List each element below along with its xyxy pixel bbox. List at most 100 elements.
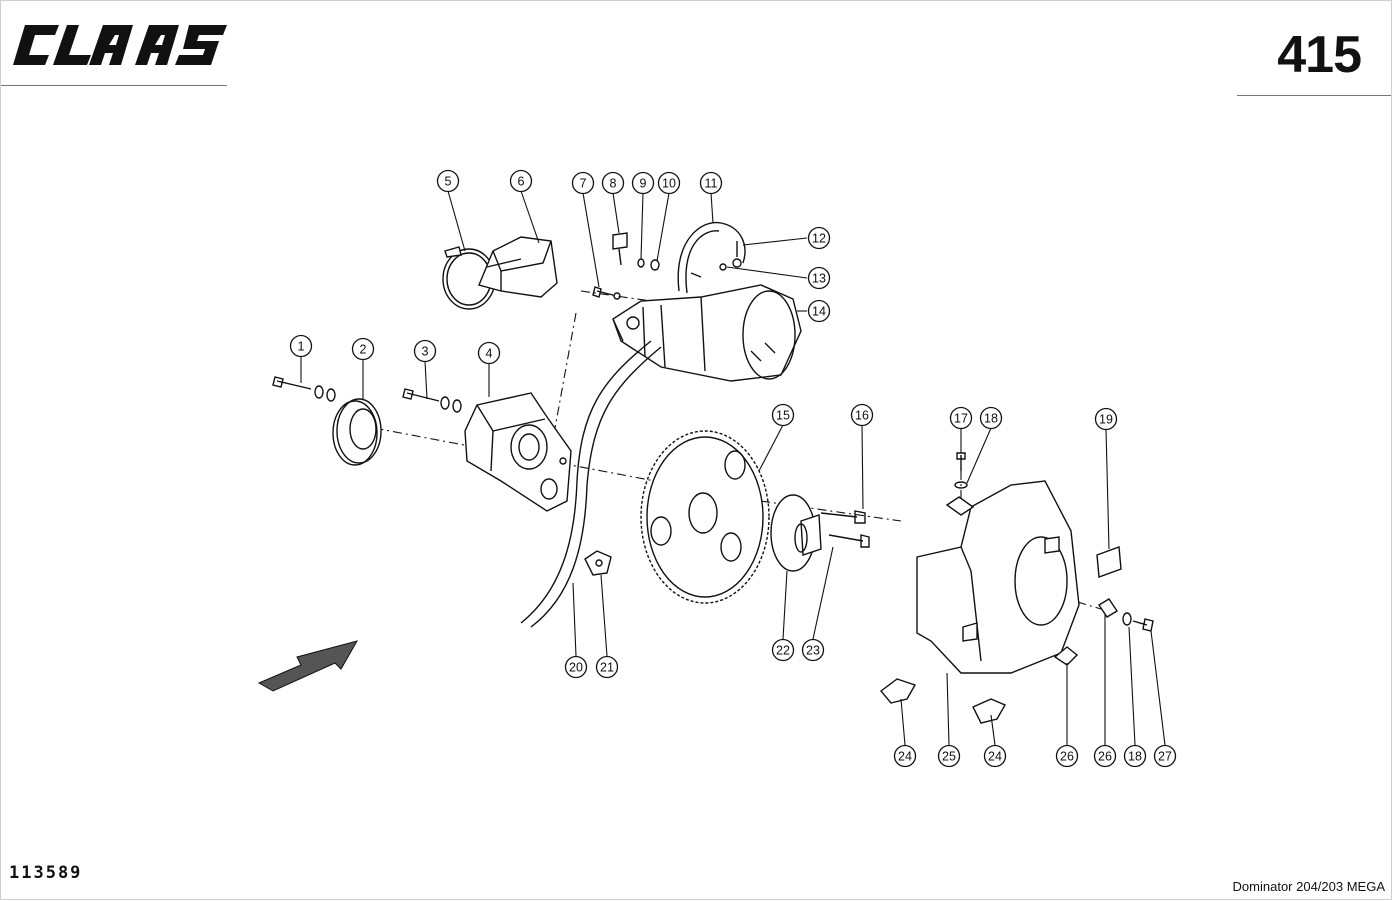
screw-part-17 <box>956 452 966 471</box>
callout-15: 15 <box>771 403 795 427</box>
svg-text:2: 2 <box>360 343 367 357</box>
callout-24-left: 24 <box>893 744 917 768</box>
claas-logo <box>13 25 227 65</box>
callout-26-left: 26 <box>1055 744 1079 768</box>
screw-part-27 <box>1132 618 1154 632</box>
axis-line-right <box>1040 590 1102 610</box>
clip-part-26-bottom <box>1053 646 1079 666</box>
flywheel-cover-part-25 <box>916 480 1080 674</box>
housing-part-4 <box>464 392 572 512</box>
svg-text:18: 18 <box>1128 750 1142 764</box>
svg-text:16: 16 <box>855 409 869 423</box>
plate-part-19 <box>1096 546 1122 578</box>
svg-text:1: 1 <box>298 340 305 354</box>
page-number: 415 <box>1277 26 1362 84</box>
svg-text:24: 24 <box>988 750 1002 764</box>
bolt-part-1 <box>272 376 336 402</box>
svg-text:26: 26 <box>1060 750 1074 764</box>
svg-text:6: 6 <box>518 175 525 189</box>
callout-27: 27 <box>1153 744 1177 768</box>
callout-3: 3 <box>413 339 437 363</box>
clip-part-26-side <box>1098 598 1118 618</box>
svg-text:10: 10 <box>662 177 676 191</box>
bracket-part-6 <box>478 236 558 298</box>
bolt-part-23 <box>828 534 870 548</box>
callout-4: 4 <box>477 341 501 365</box>
svg-text:12: 12 <box>812 232 826 246</box>
callout-20: 20 <box>564 655 588 679</box>
svg-text:23: 23 <box>806 644 820 658</box>
svg-text:25: 25 <box>942 750 956 764</box>
clip-part-24-left <box>879 678 917 704</box>
svg-text:8: 8 <box>610 177 617 191</box>
callout-21: 21 <box>595 655 619 679</box>
axis-line-motor <box>548 312 577 462</box>
svg-text:5: 5 <box>445 175 452 189</box>
callout-14: 14 <box>807 299 831 323</box>
callout-5: 5 <box>436 169 460 193</box>
svg-text:14: 14 <box>812 305 826 319</box>
leader-lines <box>300 190 1166 746</box>
callout-26-right: 26 <box>1093 744 1117 768</box>
svg-text:20: 20 <box>569 661 583 675</box>
svg-text:17: 17 <box>954 412 968 426</box>
callout-16: 16 <box>850 403 874 427</box>
bolt-part-16 <box>820 510 866 524</box>
svg-text:18: 18 <box>984 412 998 426</box>
callout-13: 13 <box>807 266 831 290</box>
bolt-part-3 <box>402 388 462 413</box>
svg-text:4: 4 <box>486 347 493 361</box>
washer-part-13 <box>719 263 727 271</box>
cable-part-20 <box>520 340 662 628</box>
clip-part-21 <box>584 550 612 576</box>
seal-ring-part-2 <box>332 398 382 466</box>
hub-flange-part-22 <box>770 494 822 572</box>
document-number: 113589 <box>9 863 83 883</box>
callout-12: 12 <box>807 226 831 250</box>
callout-22: 22 <box>771 638 795 662</box>
cable-part-11 <box>677 221 746 294</box>
callout-9: 9 <box>631 171 655 195</box>
callout-8: 8 <box>601 171 625 195</box>
callout-1: 1 <box>289 334 313 358</box>
washer-part-18-top <box>954 481 968 489</box>
direction-arrow-icon <box>257 640 359 692</box>
callout-10: 10 <box>657 171 681 195</box>
callout-11: 11 <box>699 171 723 195</box>
callout-2: 2 <box>351 337 375 361</box>
clip-part-24-right <box>972 698 1006 724</box>
model-name: Dominator 204/203 MEGA <box>1232 879 1385 894</box>
header-rule-left <box>1 85 227 86</box>
ring-gear-part-15 <box>640 430 770 604</box>
washer-part-10 <box>650 259 660 271</box>
nut-part-12 <box>732 241 742 268</box>
callout-24-right: 24 <box>983 744 1007 768</box>
washer-part-9 <box>637 258 645 268</box>
svg-text:7: 7 <box>580 177 587 191</box>
callout-17: 17 <box>949 406 973 430</box>
terminal-screw-part-8 <box>612 232 628 266</box>
svg-text:13: 13 <box>812 272 826 286</box>
svg-text:15: 15 <box>776 409 790 423</box>
svg-text:19: 19 <box>1099 413 1113 427</box>
svg-text:3: 3 <box>422 345 429 359</box>
svg-text:9: 9 <box>640 177 647 191</box>
axis-line-bolt7 <box>580 290 652 302</box>
svg-text:27: 27 <box>1158 750 1172 764</box>
starter-motor-part-14 <box>612 284 802 382</box>
callout-25: 25 <box>937 744 961 768</box>
header-rule-right <box>1237 95 1391 96</box>
svg-text:26: 26 <box>1098 750 1112 764</box>
svg-text:22: 22 <box>776 644 790 658</box>
svg-text:24: 24 <box>898 750 912 764</box>
callout-7: 7 <box>571 171 595 195</box>
callout-18-top: 18 <box>979 406 1003 430</box>
callout-18-bottom: 18 <box>1123 744 1147 768</box>
svg-text:21: 21 <box>600 661 614 675</box>
bolt-part-7 <box>592 286 621 300</box>
washer-part-18-bottom <box>1122 612 1132 626</box>
callout-19: 19 <box>1094 407 1118 431</box>
svg-text:11: 11 <box>705 177 718 191</box>
